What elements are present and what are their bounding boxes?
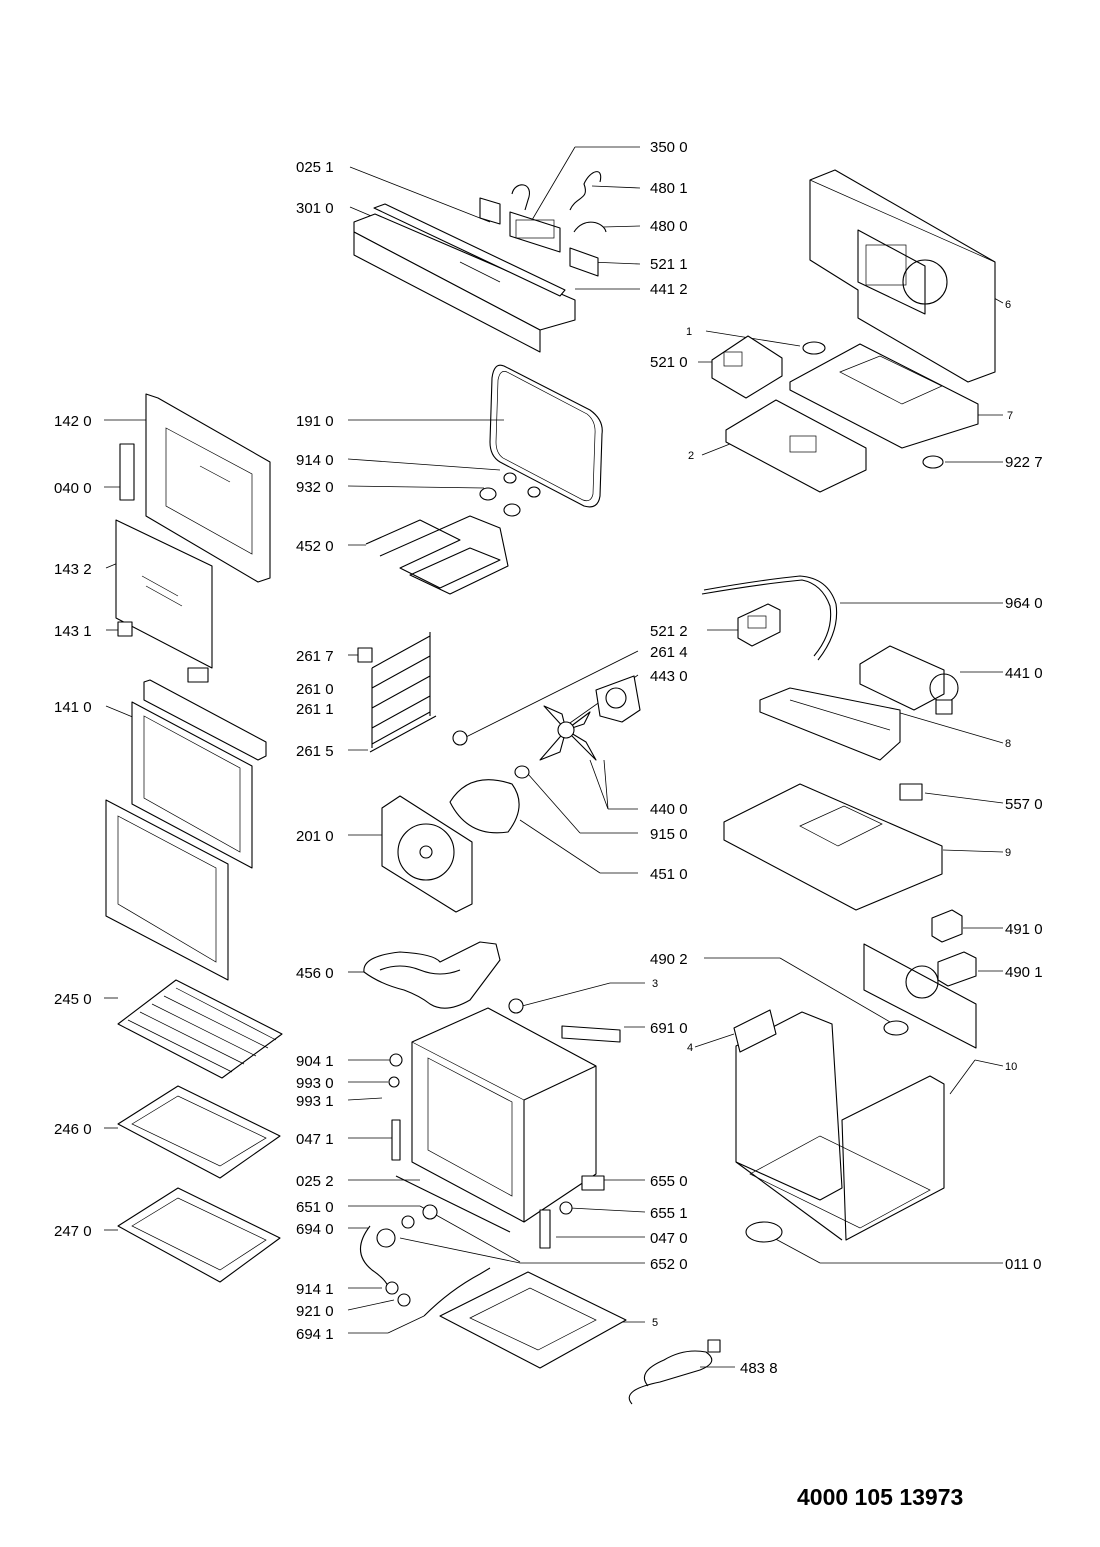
part-control-panel-assembly <box>353 171 607 353</box>
label-201-0: 201 0 <box>296 828 334 845</box>
part-bracket-521-2 <box>737 603 781 647</box>
label-914-0: 914 0 <box>296 452 334 469</box>
part-power-cable <box>628 1339 721 1405</box>
label-261-5: 261 5 <box>296 743 334 760</box>
part-top-cover-panel <box>809 169 996 383</box>
label-651-0: 651 0 <box>296 1199 334 1216</box>
label-246-0: 246 0 <box>54 1121 92 1138</box>
label-142-0: 142 0 <box>54 413 92 430</box>
label-5: 5 <box>652 1317 658 1329</box>
part-rear-panel-201-0 <box>381 795 473 913</box>
label-993-1: 993 1 <box>296 1093 334 1110</box>
label-261-4: 261 4 <box>650 644 688 661</box>
label-025-2: 025 2 <box>296 1173 334 1190</box>
label-915-0: 915 0 <box>650 826 688 843</box>
label-451-0: 451 0 <box>650 866 688 883</box>
label-993-0: 993 0 <box>296 1075 334 1092</box>
label-245-0: 245 0 <box>54 991 92 1008</box>
label-261-7: 261 7 <box>296 648 334 665</box>
label-7: 7 <box>1007 410 1013 422</box>
label-3: 3 <box>652 978 658 990</box>
label-6: 6 <box>1005 299 1011 311</box>
label-025-1: 025 1 <box>296 159 334 176</box>
part-top-plates <box>725 343 979 493</box>
part-bottom-plate-9 <box>723 783 943 911</box>
part-bottom-cover-5 <box>439 1271 627 1369</box>
label-490-1: 490 1 <box>1005 964 1043 981</box>
label-143-1: 143 1 <box>54 623 92 640</box>
part-outer-door-141-0 <box>105 679 267 981</box>
part-upper-heater-element <box>365 472 541 595</box>
part-inner-door-frame <box>119 393 271 583</box>
part-lower-heater-456-0 <box>363 941 524 1014</box>
part-outer-casing-10 <box>733 943 977 1243</box>
label-011-0: 011 0 <box>1005 1256 1041 1273</box>
label-9: 9 <box>1005 847 1011 859</box>
label-191-0: 191 0 <box>296 413 334 430</box>
label-521-2: 521 2 <box>650 623 688 640</box>
part-reinforcement-rod <box>701 575 838 661</box>
label-2: 2 <box>688 450 694 462</box>
label-694-0: 694 0 <box>296 1221 334 1238</box>
label-247-0: 247 0 <box>54 1223 92 1240</box>
label-441-2: 441 2 <box>650 281 688 298</box>
part-oven-cavity <box>388 1007 621 1233</box>
document-number: 4000 105 13973 <box>797 1484 964 1510</box>
label-047-1: 047 1 <box>296 1131 334 1148</box>
label-491-0: 491 0 <box>1005 921 1043 938</box>
label-521-0: 521 0 <box>650 354 688 371</box>
label-452-0: 452 0 <box>296 538 334 555</box>
label-8: 8 <box>1005 738 1011 750</box>
label-1: 1 <box>686 326 692 338</box>
label-456-0: 456 0 <box>296 965 334 982</box>
label-10: 10 <box>1005 1061 1017 1073</box>
label-914-1: 914 1 <box>296 1281 334 1298</box>
label-350-0: 350 0 <box>650 139 688 156</box>
label-490-2: 490 2 <box>650 951 688 968</box>
label-143-2: 143 2 <box>54 561 92 578</box>
label-261-0: 261 0 <box>296 681 334 698</box>
part-terminal-blocks <box>931 909 977 987</box>
label-694-1: 694 1 <box>296 1326 334 1343</box>
part-shelves <box>117 979 283 1283</box>
label-655-1: 655 1 <box>650 1205 688 1222</box>
part-electronic-board <box>711 335 944 469</box>
label-261-1: 261 1 <box>296 701 334 718</box>
label-691-0: 691 0 <box>650 1020 688 1037</box>
part-small-components <box>359 1175 605 1317</box>
label-557-0: 557 0 <box>1005 796 1043 813</box>
label-521-1: 521 1 <box>650 256 688 273</box>
label-441-0: 441 0 <box>1005 665 1043 682</box>
label-922-7: 922 7 <box>1005 454 1043 471</box>
label-480-1: 480 1 <box>650 180 688 197</box>
part-labels: 025 1 301 0 350 0 480 1 480 0 521 1 441 … <box>54 139 1043 1377</box>
part-door-gasket <box>489 364 603 508</box>
part-air-duct-8 <box>759 687 901 761</box>
label-440-0: 440 0 <box>650 801 688 818</box>
part-glass-143-2 <box>115 519 213 683</box>
part-side-rails <box>357 632 468 753</box>
label-904-1: 904 1 <box>296 1053 334 1070</box>
label-301-0: 301 0 <box>296 200 334 217</box>
label-932-0: 932 0 <box>296 479 334 496</box>
label-040-0: 040 0 <box>54 480 92 497</box>
label-483-8: 483 8 <box>740 1360 778 1377</box>
label-443-0: 443 0 <box>650 668 688 685</box>
label-141-0: 141 0 <box>54 699 92 716</box>
part-cooling-fan-441-0 <box>859 645 959 715</box>
label-964-0: 964 0 <box>1005 595 1043 612</box>
label-4: 4 <box>687 1042 693 1054</box>
label-480-0: 480 0 <box>650 218 688 235</box>
part-fan-motor-assembly <box>449 675 641 834</box>
label-921-0: 921 0 <box>296 1303 334 1320</box>
leader-lines <box>104 146 1004 1368</box>
label-655-0: 655 0 <box>650 1173 688 1190</box>
label-047-0: 047 0 <box>650 1230 688 1247</box>
label-652-0: 652 0 <box>650 1256 688 1273</box>
